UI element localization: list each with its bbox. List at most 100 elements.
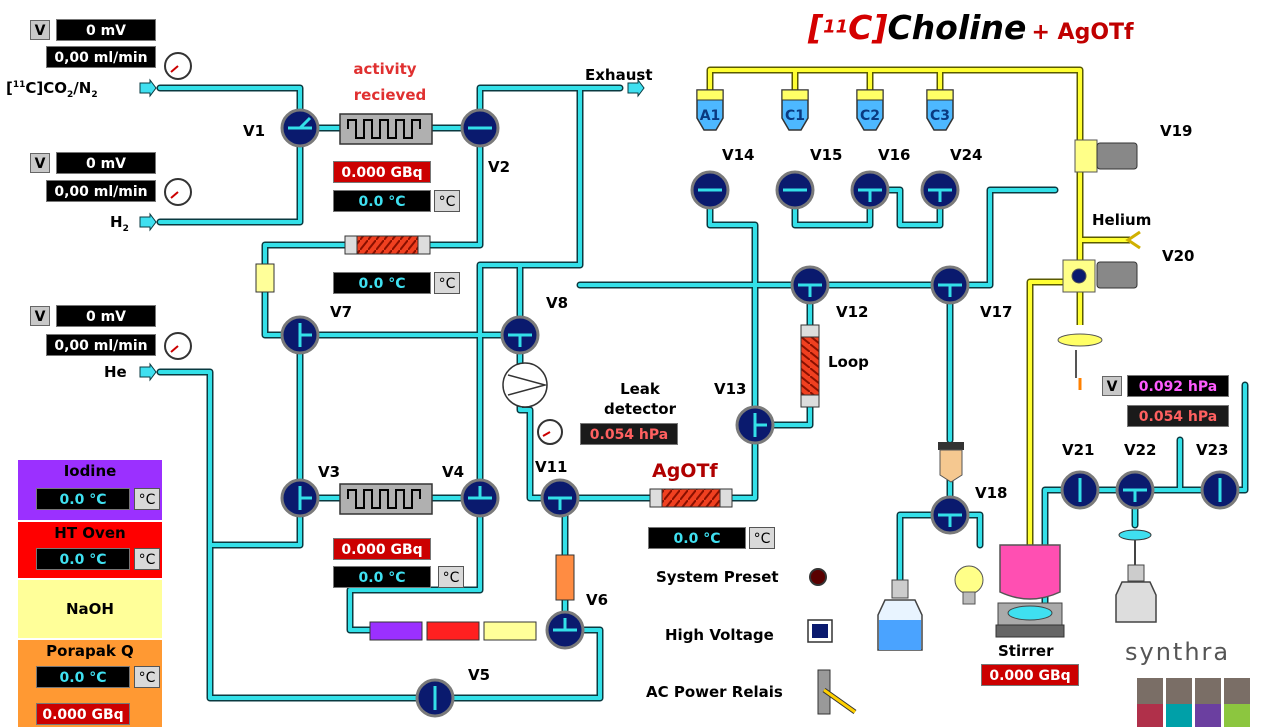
gas3-flow-display: 0,00 ml/min [46,334,156,356]
iodine-unit-button[interactable]: °C [134,488,160,510]
title-elem: C [848,8,873,47]
exhaust-label: Exhaust [585,66,653,84]
trap-1 [339,113,433,145]
valve-v18[interactable]: V18 [975,484,1008,502]
system-preset-label: System Preset [656,568,779,586]
high-voltage-button[interactable] [806,618,834,644]
brand-logo: synthra [1125,638,1231,666]
porapak-unit-button[interactable]: °C [134,666,160,688]
trap2-unit-button[interactable]: °C [438,566,464,588]
porapak-title: Porapak Q [46,642,134,660]
activity-label: activity [353,60,417,78]
coil-temp: 0.0 °C [333,272,431,294]
valve-v4[interactable]: V4 [442,463,465,481]
reagent-a1[interactable]: A1 [699,108,721,124]
reagent-c3[interactable]: C3 [929,108,950,124]
valve-v5[interactable]: V5 [468,666,491,684]
leak-label-2: detector [603,400,677,418]
leak-pressure: 0.054 hPa [580,423,678,445]
pressure-v-button[interactable]: V [1102,376,1122,396]
agotf-unit-button[interactable]: °C [749,527,775,549]
gas3-v-button[interactable]: V [30,306,50,326]
ht-oven-unit-button[interactable]: °C [134,548,160,570]
reagent-c2[interactable]: C2 [859,108,880,124]
valve-v19[interactable]: V19 [1160,122,1193,140]
waste-bottle [877,579,923,651]
reaction-vessel [995,544,1065,638]
valve-v1[interactable]: V1 [243,122,266,140]
iodine-panel: Iodine 0.0 °C °C [18,460,162,520]
valve-v17[interactable]: V17 [980,303,1013,321]
trap-2 [339,483,433,515]
pressure-display-1: 0.092 hPa [1127,375,1229,397]
trap2-activity: 0.000 GBq [333,538,431,560]
agotf-label: AgOTf [652,460,718,482]
valve-v22[interactable]: V22 [1124,441,1157,459]
loop-label: Loop [828,353,869,371]
valve-v20[interactable]: V20 [1162,247,1195,265]
ht-oven-temp: 0.0 °C [36,548,130,570]
gas1-flow-display: 0,00 ml/min [46,46,156,68]
reagent-c1[interactable]: C1 [784,108,805,124]
ht-oven-panel: HT Oven 0.0 °C °C [18,522,162,578]
stirrer-label: Stirrer [998,642,1054,660]
valve-v3[interactable]: V3 [318,463,341,481]
valve-v12[interactable]: V12 [836,303,869,321]
lamp-icon [954,565,984,605]
agotf-temp: 0.0 °C [648,527,746,549]
valve-v23[interactable]: V23 [1196,441,1229,459]
title-bracket-close: ] [872,8,888,47]
naoh-title: NaOH [66,600,114,618]
product-vial [1115,564,1157,623]
valve-v2[interactable]: V2 [488,158,511,176]
high-voltage-label: High Voltage [665,626,774,644]
valve-v16[interactable]: V16 [878,146,911,164]
gas3-mv-display: 0 mV [56,305,156,327]
gas1-v-button[interactable]: V [30,20,50,40]
recieved-label: recieved [353,86,427,104]
title-sup: 11 [823,16,849,38]
leak-label-1: Leak [620,380,660,398]
title-name: Choline [887,8,1027,47]
coil-unit-button[interactable]: °C [434,272,460,294]
ht-oven-title: HT Oven [54,524,126,542]
title-suffix: + AgOTf [1031,20,1134,45]
valve-v14[interactable]: V14 [722,146,755,164]
trap1-activity: 0.000 GBq [333,161,431,183]
porapak-activity: 0.000 GBq [36,703,130,725]
valve-v15[interactable]: V15 [810,146,843,164]
valve-v21[interactable]: V21 [1062,441,1095,459]
gas3-label: He [104,363,127,381]
valve-v8[interactable]: V8 [546,294,569,312]
naoh-panel: NaOH [18,580,162,638]
gas1-mv-display: 0 mV [56,19,156,41]
iodine-title: Iodine [63,462,117,480]
valve-v6[interactable]: V6 [586,591,609,609]
trap1-unit-button[interactable]: °C [434,190,460,212]
trap1-temp: 0.0 °C [333,190,431,212]
ac-power-switch[interactable] [815,668,860,716]
valve-v11[interactable]: V11 [535,458,568,476]
valve-v7[interactable]: V7 [330,303,353,321]
gas2-v-button[interactable]: V [30,153,50,173]
porapak-panel: Porapak Q 0.0 °C °C 0.000 GBq [18,640,162,727]
gas2-mv-display: 0 mV [56,152,156,174]
stirrer-activity: 0.000 GBq [981,664,1079,686]
gas1-label: [11C]CO2/N2 [6,79,98,100]
valve-v24[interactable]: V24 [950,146,983,164]
gas2-flow-display: 0,00 ml/min [46,180,156,202]
trap2-temp: 0.0 °C [333,566,431,588]
page-title: [11C]Choline + AgOTf [808,8,1134,47]
system-preset-indicator[interactable] [808,567,828,587]
helium-label: Helium [1092,211,1152,229]
brand-blocks [1137,678,1250,727]
pressure-display-2: 0.054 hPa [1127,405,1229,427]
gas2-label: H2 [110,213,129,234]
porapak-temp: 0.0 °C [36,666,130,688]
valve-v13[interactable]: V13 [714,380,747,398]
title-bracket-open: [ [808,8,824,47]
reagent-vials [696,89,954,131]
ac-power-label: AC Power Relais [646,683,783,701]
